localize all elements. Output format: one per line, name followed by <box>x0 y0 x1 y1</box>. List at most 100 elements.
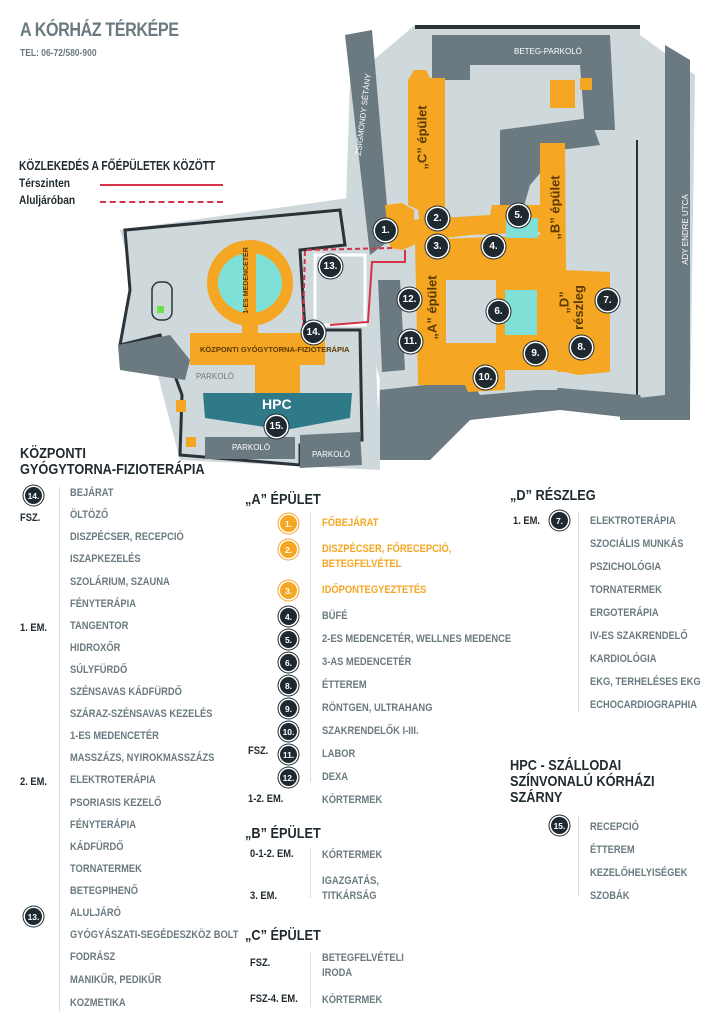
c-floor-1: FSZ-4. EM. <box>250 993 298 1005</box>
kozponti-item: FÉNYTERÁPIA <box>70 598 136 610</box>
map-marker-2[interactable]: 2. <box>427 208 448 229</box>
courtyard <box>446 280 496 343</box>
legend-label-underground: Aluljáróban <box>19 193 76 207</box>
a-badge: 8. <box>280 677 297 694</box>
kozponti-title-1: KÖZPONTI <box>20 445 86 462</box>
a-epulet-divider <box>310 512 311 782</box>
a-item: BÜFÉ <box>322 610 348 622</box>
a-badge: 6. <box>280 654 297 671</box>
hpc-item: SZOBÁK <box>590 890 630 902</box>
phone-number: TEL: 06-72/580-900 <box>20 48 97 59</box>
kozponti-item: SZÁRAZ-SZÉNSAVAS KEZELÉS <box>70 708 213 720</box>
map-marker-10[interactable]: 10. <box>475 367 496 388</box>
map-marker-13[interactable]: 13. <box>320 256 341 277</box>
kozponti-item: TANGENTOR <box>70 620 129 632</box>
map-marker-3[interactable]: 3. <box>427 236 448 257</box>
b-item-0: KÓRTERMEK <box>322 849 383 861</box>
d-reszleg-title: „D” RÉSZLEG <box>510 487 596 504</box>
c-item-0a: BETEGFELVÉTELI <box>322 952 404 964</box>
map-marker-11[interactable]: 11. <box>400 331 421 352</box>
map-marker-12[interactable]: 12. <box>399 289 420 310</box>
kozponti-floor-em2: 2. EM. <box>20 776 48 788</box>
kozponti-title-2: GYÓGYTORNA-FIZIOTERÁPIA <box>20 461 205 478</box>
pool-1-stem <box>242 320 258 335</box>
c-epulet-divider <box>310 952 311 1007</box>
hpc-title-1: HPC - SZÁLLODAI <box>510 757 622 774</box>
map-marker-8[interactable]: 8. <box>571 337 592 358</box>
map-marker-9[interactable]: 9. <box>525 343 546 364</box>
a-badge: 11. <box>280 746 297 763</box>
green-marker <box>157 306 164 313</box>
parkolo-bottom-1 <box>205 437 295 459</box>
pool-1-divider <box>244 248 256 316</box>
d-floor: 1. EM. <box>513 515 541 527</box>
road-beteg-parkolo <box>432 35 615 130</box>
hpc-item: ÉTTEREM <box>590 844 635 856</box>
d-item: KARDIOLÓGIA <box>590 653 657 665</box>
a-floor-fsz: FSZ. <box>248 745 269 757</box>
a-item: ÉTTEREM <box>322 679 367 691</box>
a-item: 3-AS MEDENCETÉR <box>322 656 412 668</box>
map-marker-6[interactable]: 6. <box>488 301 509 322</box>
route-surface <box>329 250 406 326</box>
kozponti-item: ISZAPKEZELÉS <box>70 553 141 565</box>
map-marker-5[interactable]: 5. <box>508 205 529 226</box>
building-top-small <box>550 80 575 108</box>
map-marker-4[interactable]: 4. <box>483 236 504 257</box>
small-block-2 <box>186 437 196 447</box>
road-left <box>118 335 190 380</box>
d-item: SZOCIÁLIS MUNKÁS <box>590 538 684 550</box>
kozponti-item: SÚLYFÜRDŐ <box>70 664 128 676</box>
connector <box>408 205 540 245</box>
legend-label-surface: Térszinten <box>19 176 71 190</box>
label-building-d2: részleg <box>570 285 586 330</box>
b-floor-1: 3. EM. <box>250 890 278 902</box>
hpc-divider <box>578 817 579 897</box>
street-label-ady: ADY ENDRE UTCA <box>680 194 690 265</box>
a-badge: 10. <box>280 723 297 740</box>
map-marker-1[interactable]: 1. <box>375 220 396 241</box>
b-floor-0: 0-1-2. EM. <box>250 848 294 860</box>
d-divider <box>578 512 579 712</box>
kozponti-item: TORNATERMEK <box>70 863 142 875</box>
label-building-c: „C” épület <box>414 105 430 170</box>
kozponti-item: ELEKTROTERÁPIA <box>70 774 156 786</box>
road-inner <box>500 118 600 220</box>
kozponti-item: BETEGPIHENŐ <box>70 885 139 897</box>
a-item: LABOR <box>322 748 356 760</box>
building-kozponti <box>190 333 325 365</box>
kozponti-item: MASSZÁZS, NYIROKMASSZÁZS <box>70 752 215 764</box>
road-zsigmondy <box>345 30 390 255</box>
a-badge: 1. <box>280 515 297 532</box>
a-badge: 4. <box>280 608 297 625</box>
a-floor-em: 1-2. EM. <box>248 793 284 805</box>
a-item: BETEGFELVÉTEL <box>322 558 402 570</box>
kozponti-item: SZÉNSAVAS KÁDFÜRDŐ <box>70 686 182 698</box>
b-item-1a: IGAZGATÁS, <box>322 875 379 887</box>
d-item: EKG, TERHELÉSES EKG <box>590 676 701 688</box>
b-epulet-title: „B” ÉPÜLET <box>245 825 321 842</box>
kozponti-item: MANIKŰR, PEDIKŰR <box>70 974 162 986</box>
map-marker-14[interactable]: 14. <box>303 322 324 343</box>
a-badge: 12. <box>280 769 297 786</box>
label-building-d1: „D” <box>556 291 572 314</box>
a-badge: 5. <box>280 631 297 648</box>
label-parkolo-3: PARKOLÓ <box>312 450 351 459</box>
hospital-map <box>118 25 695 470</box>
a-item: 2-ES MEDENCETÉR, WELLNES MEDENCE <box>322 633 512 645</box>
hpc-badge-15: 15. <box>551 817 568 834</box>
page-title: A KÓRHÁZ TÉRKÉPE <box>20 20 179 41</box>
a-badge: 3. <box>280 582 297 599</box>
building-top-small-2 <box>580 78 592 90</box>
kozponti-floor-fsz: FSZ. <box>20 512 41 524</box>
kozponti-floor-em1: 1. EM. <box>20 622 48 634</box>
a-badge: 2. <box>280 541 297 558</box>
legend-line-surface <box>100 184 223 186</box>
map-marker-15[interactable]: 15. <box>266 416 287 437</box>
hpc-item: RECEPCIÓ <box>590 821 639 833</box>
road-bottom <box>380 380 650 460</box>
legend-line-underground <box>100 201 223 203</box>
d-badge-7: 7. <box>551 512 568 529</box>
map-marker-7[interactable]: 7. <box>597 290 618 311</box>
a-item: RÖNTGEN, ULTRAHANG <box>322 702 433 714</box>
